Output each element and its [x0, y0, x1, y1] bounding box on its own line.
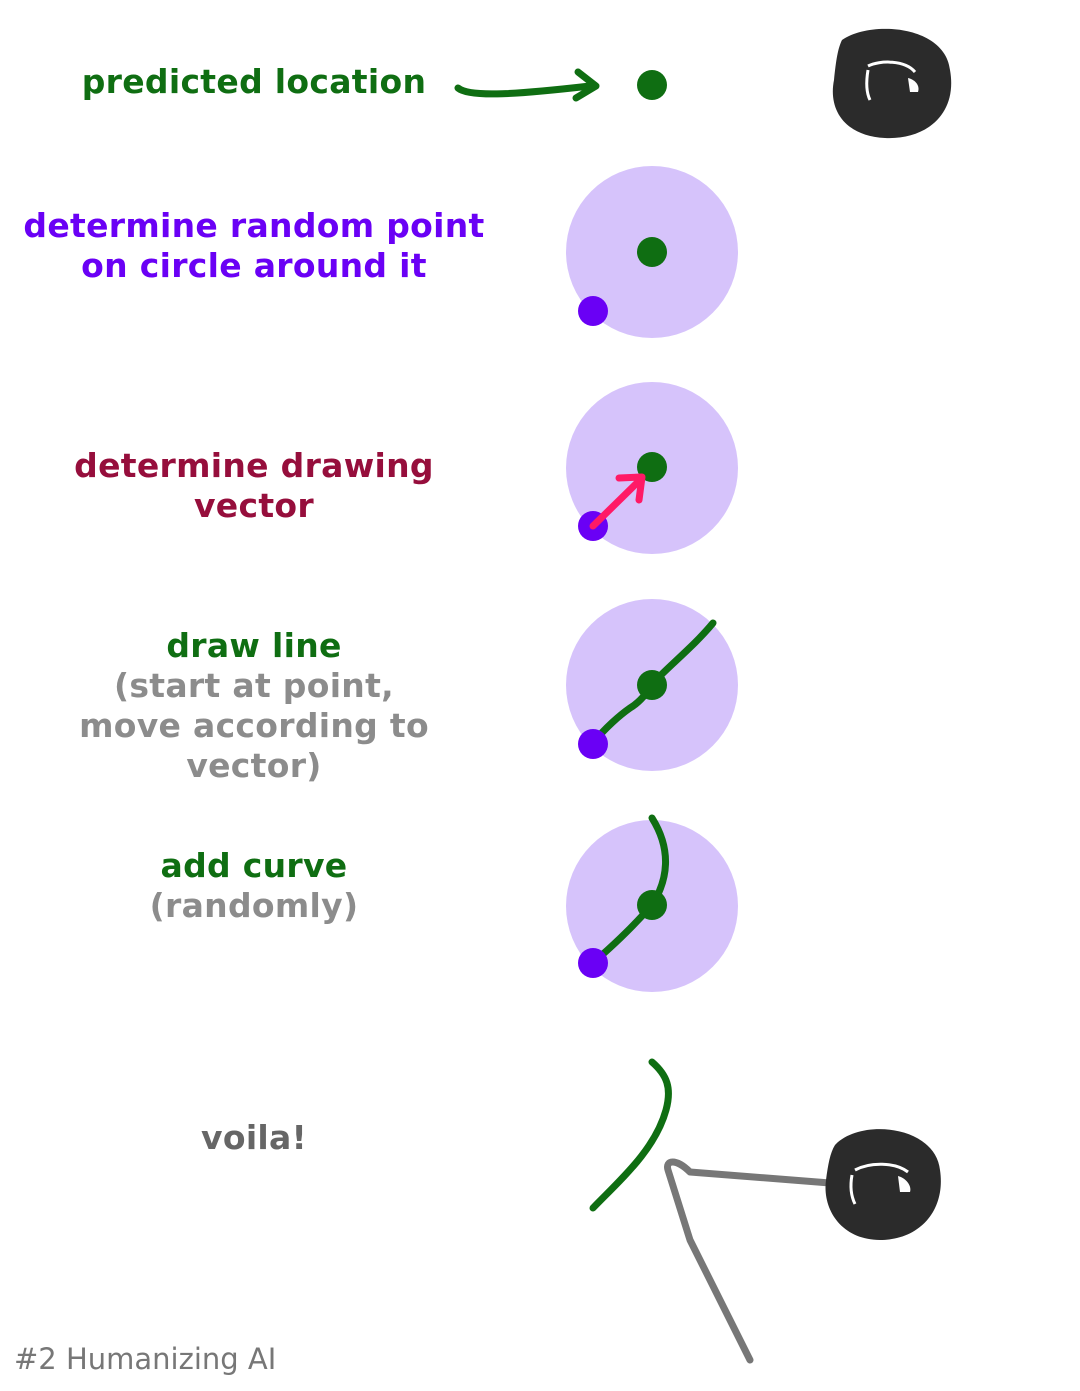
footer-caption: #2 Humanizing AI — [14, 1342, 277, 1376]
step-6-title: voila! — [201, 1118, 307, 1157]
predicted-point — [637, 890, 667, 920]
step-5-label: add curve (randomly) — [14, 846, 494, 926]
step-5-title: add curve — [160, 846, 348, 885]
mouse-cursor-icon — [825, 1129, 941, 1240]
step-1-title: predicted location — [81, 62, 427, 101]
arrow-head — [572, 68, 600, 102]
arrow-icon — [454, 82, 594, 98]
step-3-graphic — [566, 382, 738, 554]
step-2-label: determine random point on circle around … — [14, 206, 494, 286]
step-3-title: determine drawing vector — [74, 446, 434, 525]
step-4-detail-line2: move according to vector) — [79, 706, 429, 785]
step-3-label: determine drawing vector — [14, 446, 494, 526]
step-2-title-line2: on circle around it — [81, 246, 427, 285]
step-2-graphic — [566, 166, 738, 338]
predicted-point — [637, 670, 667, 700]
vector-arrow-head — [615, 473, 646, 504]
final-curve — [589, 1058, 672, 1212]
random-point — [578, 729, 608, 759]
predicted-point — [637, 452, 667, 482]
cursor-icon — [832, 28, 952, 139]
step-4-label: draw line (start at point, move accordin… — [14, 626, 494, 786]
step-5-graphic — [566, 814, 738, 992]
step-4-graphic — [566, 599, 738, 771]
mouse-cable — [664, 1158, 834, 1364]
step-2-title: determine random point — [23, 206, 485, 245]
step-6-label: voila! — [14, 1118, 494, 1158]
vector-arrow — [589, 476, 644, 530]
step-4-title: draw line — [166, 626, 342, 665]
step-1-graphic — [454, 28, 952, 139]
step-6-graphic — [589, 1058, 941, 1364]
predicted-point — [637, 70, 667, 100]
random-point — [578, 948, 608, 978]
predicted-point — [637, 237, 667, 267]
step-5-detail: (randomly) — [149, 886, 359, 925]
step-1-label: predicted location — [14, 62, 494, 102]
random-point — [578, 296, 608, 326]
step-4-detail: (start at point, — [113, 666, 395, 705]
